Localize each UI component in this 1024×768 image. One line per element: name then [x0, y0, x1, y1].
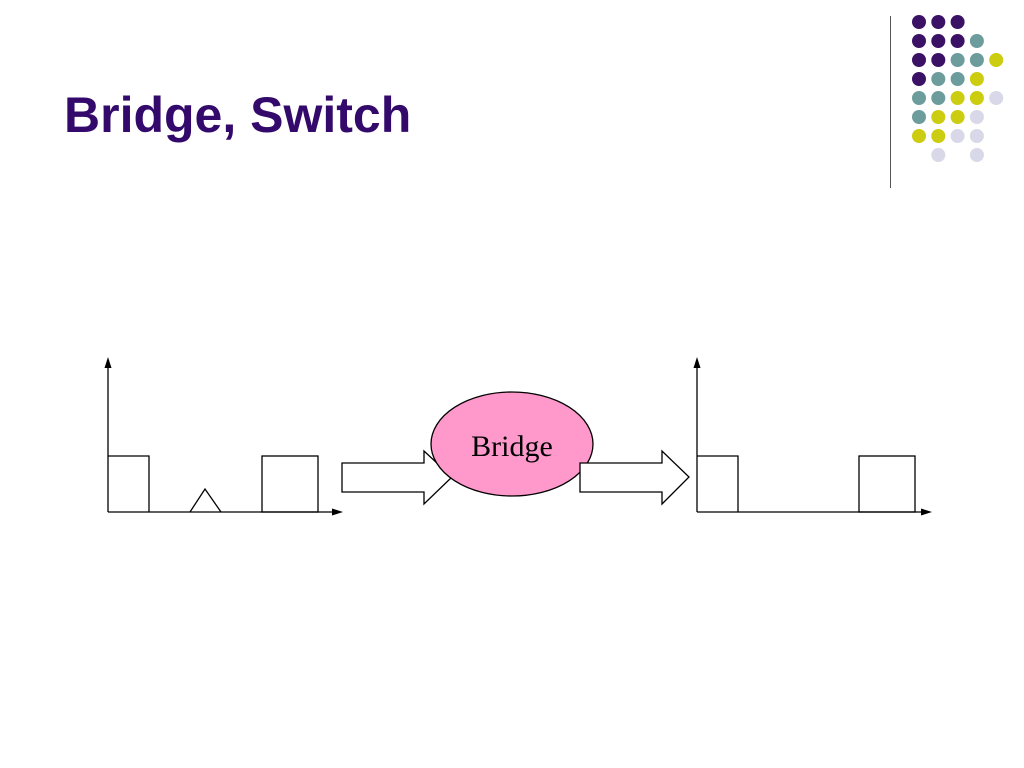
decorative-dot — [969, 148, 984, 162]
input-collision-pulse — [189, 487, 222, 513]
decorative-dot — [969, 72, 984, 86]
decorative-dot — [969, 91, 984, 105]
decorative-dot — [912, 110, 926, 124]
output-frame-1 — [697, 455, 739, 512]
bridge-node: Bridge — [430, 391, 594, 497]
slide-title: Bridge, Switch — [64, 87, 412, 143]
output-x-axis-arrowhead — [921, 508, 932, 516]
decorative-dot — [950, 53, 965, 67]
decorative-dot — [931, 91, 946, 105]
title-divider — [890, 16, 891, 188]
bridge-ellipse — [430, 391, 594, 497]
decorative-dot — [989, 53, 1004, 67]
decorative-dot — [931, 129, 946, 143]
decorative-dot — [950, 110, 965, 124]
decorative-dot — [950, 72, 965, 86]
input-frame-2 — [261, 455, 319, 513]
decorative-dot — [931, 15, 946, 29]
decorative-dot — [969, 110, 984, 124]
decorative-dot — [912, 15, 926, 29]
input-signal-graph — [104, 357, 343, 516]
decorative-dot — [912, 34, 926, 48]
decorative-dot — [931, 53, 946, 67]
decorative-dot — [931, 34, 946, 48]
decorative-dot-grid — [912, 15, 1004, 162]
decorative-dot — [931, 148, 946, 162]
input-y-axis-arrowhead — [104, 357, 112, 368]
bridge-label: Bridge — [471, 430, 553, 463]
decorative-dot — [950, 91, 965, 105]
decorative-dot — [989, 91, 1004, 105]
input-arrow — [341, 449, 453, 506]
decorative-dot — [931, 110, 946, 124]
decorative-dot — [912, 129, 926, 143]
decorative-dot — [912, 91, 926, 105]
decorative-dot — [969, 53, 984, 67]
input-frame-1 — [108, 455, 150, 512]
output-signal-graph — [693, 357, 932, 516]
decorative-dot — [969, 34, 984, 48]
output-frame-2 — [858, 455, 916, 513]
decorative-dot — [950, 129, 965, 143]
decorative-dot — [950, 15, 965, 29]
input-x-axis-arrowhead — [332, 508, 343, 516]
output-y-axis-arrowhead — [693, 357, 701, 368]
decorative-dot — [950, 34, 965, 48]
decorative-dot — [969, 129, 984, 143]
decorative-dot — [931, 72, 946, 86]
output-arrow — [579, 449, 690, 506]
decorative-dot — [912, 53, 926, 67]
decorative-dot — [912, 72, 926, 86]
